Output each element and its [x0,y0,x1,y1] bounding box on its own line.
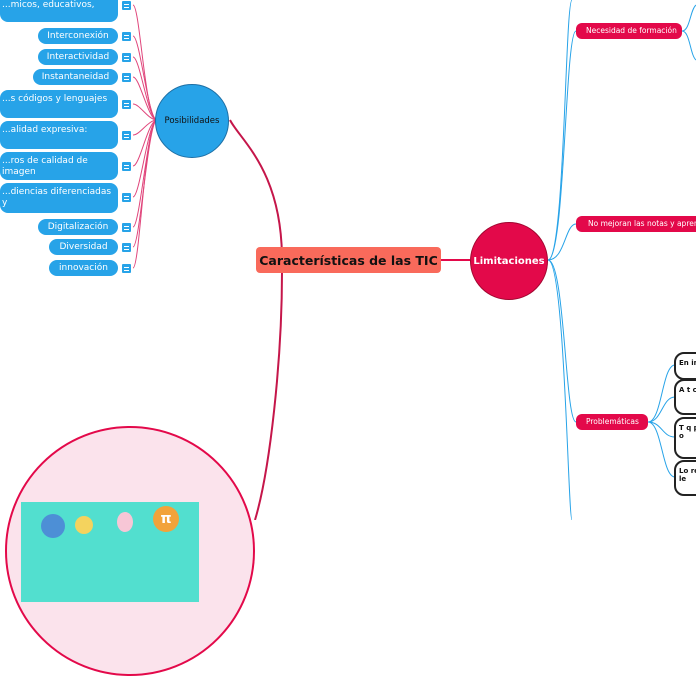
posibilidades-node[interactable]: Posibilidades [155,84,229,158]
posibilidades-item-2[interactable]: Interconexión [38,28,118,44]
posibilidades-item-10[interactable]: Diversidad [49,239,118,255]
limitaciones-item-formacion[interactable]: Necesidad de formación [576,23,682,39]
note-icon[interactable] [121,52,132,63]
mind-map-connectors [132,0,696,520]
note-icon[interactable] [121,263,132,274]
note-icon[interactable] [121,222,132,233]
limitaciones-item-problematicas[interactable]: Problemáticas [576,414,648,430]
posibilidades-item-3[interactable]: Interactividad [38,49,118,65]
problematicas-box-2[interactable]: A t c [674,379,696,415]
note-icon[interactable] [121,72,132,83]
illustration-shape [75,516,93,534]
problematicas-box-3[interactable]: T q p o [674,417,696,459]
problematicas-box-4[interactable]: Lo re le [674,460,696,496]
illustration-shape [41,514,65,538]
posibilidades-item-4[interactable]: Instantaneidad [33,69,118,85]
posibilidades-item-9[interactable]: Digitalización [38,219,118,235]
limitaciones-node[interactable]: Limitaciones [470,222,548,300]
problematicas-box-1[interactable]: En in [674,352,696,380]
posibilidades-item-5[interactable]: ...s códigos y lenguajes [0,90,118,118]
illustration-shape [117,512,133,532]
note-icon[interactable] [121,130,132,141]
central-topic[interactable]: Características de las TIC [256,247,441,273]
note-icon[interactable] [121,161,132,172]
posibilidades-item-11[interactable]: innovación [49,260,118,276]
posibilidades-item-6[interactable]: ...alidad expresiva: [0,121,118,149]
posibilidades-item-8[interactable]: ...diencias diferenciadas y [0,183,118,213]
posibilidades-item-1[interactable]: ...micos, educativos, [0,0,118,22]
note-icon[interactable] [121,31,132,42]
note-icon[interactable] [121,192,132,203]
note-icon[interactable] [121,242,132,253]
posibilidades-item-7[interactable]: ...ros de calidad de imagen [0,152,118,180]
image-node[interactable]: π [5,426,255,676]
pi-icon: π [153,506,179,532]
note-icon[interactable] [121,99,132,110]
limitaciones-item-notas[interactable]: No mejoran las notas y aprende [576,216,696,232]
note-icon[interactable] [121,0,132,11]
illustration-image: π [21,502,199,602]
